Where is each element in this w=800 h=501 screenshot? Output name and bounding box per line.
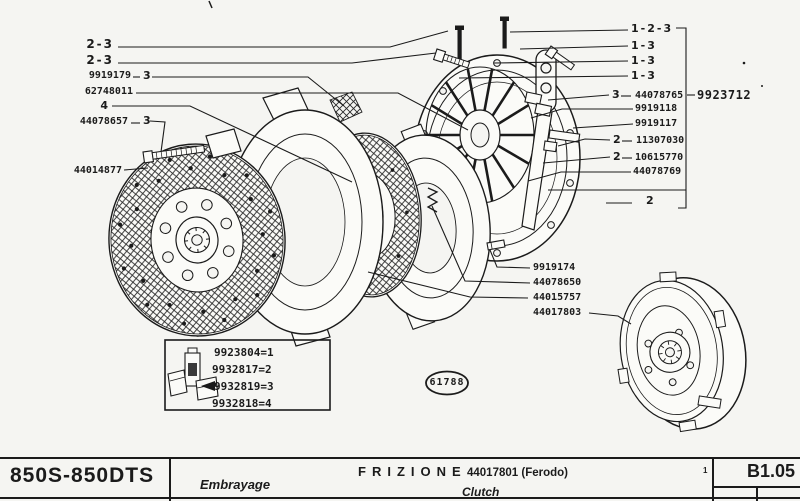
callout-right-8: 11307030 [636,135,685,146]
callout-left-6: 44078657 [79,116,128,127]
callout-left-4: 62748011 [84,86,133,97]
part-name-english: Clutch [462,485,500,499]
callout-right-9: 10615770 [635,152,684,163]
callout-right-9-qty: 2 [613,150,621,163]
page-code-sub-divider [756,486,758,501]
legend-row-3: 9932819=3 [214,380,274,393]
hub-stud-illustration [142,128,242,164]
callout-right-6: 9919118 [635,103,678,114]
callout-bottom-2: 44078650 [533,277,582,288]
callout-bottom-1: 9919174 [533,262,576,273]
callout-left-7: 44014877 [73,165,122,176]
part-name-french: Embrayage [200,477,271,492]
leader-lines [112,27,695,325]
model-designation: 850S-850DTS [10,464,155,487]
clutch-exploded-diagram [108,0,763,433]
legend-row-2: 9932817=2 [212,363,272,376]
callout-left-1: 2-3 [86,37,114,51]
spring-and-pin-illustration [426,187,506,251]
callout-left-2: 2-3 [86,53,114,67]
legend-box [164,339,331,411]
title-block-bottom-rule [0,497,800,499]
callout-right-2: 1-3 [631,39,657,52]
title-block-top-rule [0,457,800,459]
callout-right-7: 9919117 [635,118,678,129]
part-reference: 44017801 (Ferodo) [467,467,568,479]
callout-right-10: 44078769 [633,166,682,177]
clutch-housing-illustration [226,87,384,347]
assembly-group-item-qty: 2 [646,194,654,207]
title-block-divider-1 [169,457,171,501]
callout-right-5-qty: 3 [612,88,620,101]
clutch-disc-1-illustration [108,143,286,337]
callout-right-8-qty: 2 [613,133,621,146]
page-marks [208,0,763,87]
part-name-italian: FRIZIONE [358,464,467,479]
page-code: B1.05 [746,461,795,481]
callout-left-3: 9919179 [88,70,131,81]
callout-right-3: 1-3 [631,54,657,67]
grease-can-icon [167,369,188,397]
flywheel-illustration [617,271,747,433]
callout-right-4: 1-3 [631,69,657,82]
callout-right-1: 1-2-3 [631,22,674,35]
callout-left-3-qty: 3 [143,69,151,82]
inspection-stamp-oval [425,370,469,396]
legend-arrow-icon [201,381,215,391]
callout-right-5: 44078765 [635,90,684,101]
callout-left-6-qty: 3 [143,114,151,127]
callout-bottom-3: 44015757 [533,292,582,303]
callout-bottom-4: 44017803 [533,307,582,318]
assembly-group-number: 9923712 [697,88,752,102]
grease-tube-icon [184,347,201,387]
inspection-stamp-number: 61788 [429,377,465,388]
title-block-divider-2 [712,457,714,501]
legend-row-4: 9932818=4 [212,397,272,410]
legend-row-1: 9923804=1 [214,346,274,359]
callout-left-5: 4 [100,99,108,112]
column-note: 1 [703,466,708,475]
